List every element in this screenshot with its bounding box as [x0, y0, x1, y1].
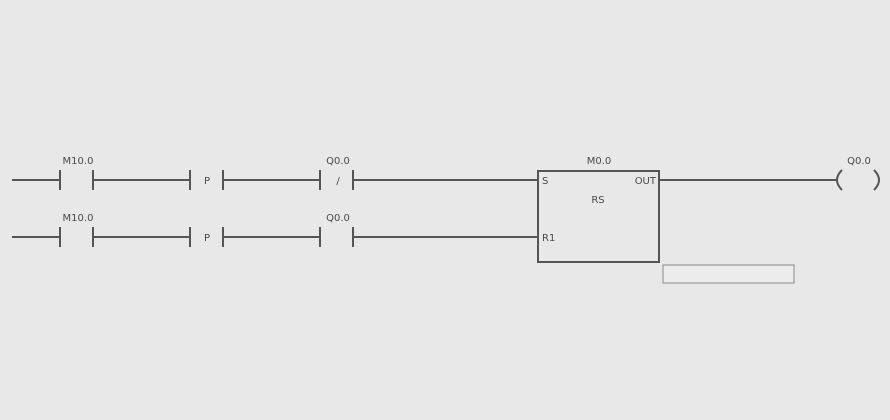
rs-block-frame	[537, 170, 660, 263]
rung-1-contact-2-address: Q0.0	[326, 156, 350, 167]
rs-block-pin-reset: R1	[542, 233, 555, 244]
rung-1-pulse-symbol: P	[204, 176, 210, 187]
rs-block[interactable]: M0.0 RS S R1 OUT	[537, 156, 660, 263]
rung-2-contact-2-address: Q0.0	[326, 213, 350, 224]
comment-input-frame[interactable]	[662, 264, 795, 284]
rung-1-contact-m10-0[interactable]: M10.0	[59, 156, 94, 190]
output-coil-q0-0[interactable]: Q0.0	[836, 156, 880, 191]
rung-1-contact-2-symbol: /	[336, 176, 340, 187]
rung-2-contact-1-address: M10.0	[63, 213, 94, 224]
rung-1-contact-q0-0-nc[interactable]: / Q0.0	[319, 156, 354, 190]
rung-2-contact-q0-0[interactable]: Q0.0	[319, 213, 354, 247]
output-coil-address: Q0.0	[847, 156, 871, 167]
rs-block-pin-out: OUT	[635, 176, 657, 187]
rung-2-contact-m10-0[interactable]: M10.0	[59, 213, 94, 247]
rung-1-pulse-contact[interactable]: P	[189, 170, 224, 190]
rung-2: M10.0 P Q0.0	[12, 213, 538, 247]
coil-right-arc	[873, 169, 880, 191]
rs-block-pin-set: S	[542, 176, 548, 187]
rs-block-address: M0.0	[587, 156, 612, 167]
rung-2-pulse-contact[interactable]: P	[189, 227, 224, 247]
coil-left-arc	[836, 169, 843, 191]
rs-block-type: RS	[591, 195, 604, 206]
rung-1: M10.0 P / Q0.0	[12, 156, 538, 190]
rung-1-contact-1-address: M10.0	[63, 156, 94, 167]
comment-input-box[interactable]	[662, 264, 795, 284]
rung-2-pulse-symbol: P	[204, 233, 210, 244]
